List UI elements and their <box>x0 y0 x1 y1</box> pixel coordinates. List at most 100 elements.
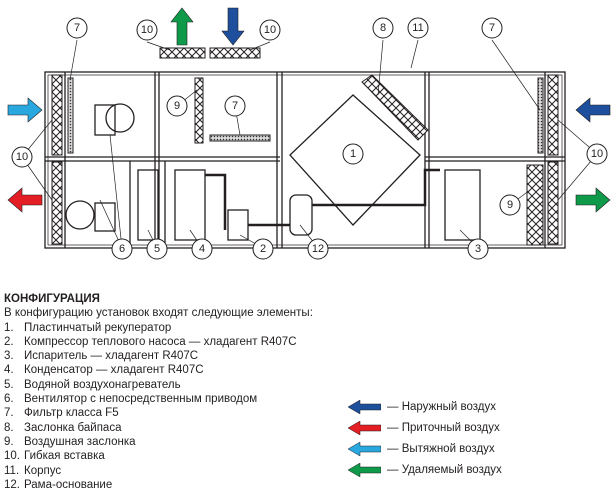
svg-text:12: 12 <box>312 243 324 255</box>
item-number: 6. <box>4 393 14 406</box>
svg-text:6: 6 <box>119 243 125 255</box>
item-text: Рама-основание <box>24 478 113 491</box>
evaporator <box>444 169 481 241</box>
item-text: Фильтр класса F5 <box>24 407 119 420</box>
callout-7: 7 <box>481 17 503 39</box>
outdoor-air-in-arrow <box>575 97 611 123</box>
callout-9: 9 <box>499 194 521 216</box>
config-item: 12. Рама-основание <box>4 478 313 492</box>
water-heater <box>137 169 159 241</box>
svg-text:7: 7 <box>74 22 80 34</box>
item-text: Компрессор теплового насоса — хладагент … <box>24 335 297 348</box>
item-text: Водяной воздухонагреватель <box>24 378 181 391</box>
config-item: 1.Пластинчатый рекуператор <box>4 321 313 335</box>
config-item: 3. Испаритель — хладагент R407C <box>4 349 313 363</box>
config-item: 5. Водяной воздухонагреватель <box>4 378 313 392</box>
casing <box>44 71 566 249</box>
svg-text:4: 4 <box>199 243 205 255</box>
configuration-list: КОНФИГУРАЦИЯ В конфигурацию установок вх… <box>4 292 313 492</box>
config-item: 2. Компрессор теплового насоса — хладаген… <box>4 335 313 349</box>
item-text: Вентилятор с непосредственным приводом <box>24 393 258 406</box>
supply-air-out-arrow <box>7 187 43 213</box>
fan-top <box>105 103 135 133</box>
callout-6: 6 <box>111 238 133 260</box>
callout-7: 7 <box>224 95 246 117</box>
item-number: 8. <box>4 421 14 434</box>
config-title: КОНФИГУРАЦИЯ <box>4 293 100 305</box>
config-item: 4. Конденсатор — хладагент R407C <box>4 363 313 377</box>
item-number: 12. <box>4 478 20 491</box>
arrow-icon <box>347 420 381 435</box>
callout-10: 10 <box>586 143 608 165</box>
item-number: 1. <box>4 321 14 334</box>
svg-text:1: 1 <box>350 148 356 160</box>
svg-text:7: 7 <box>232 100 238 112</box>
filter <box>209 134 271 142</box>
item-number: 5. <box>4 378 14 391</box>
legend-label: — Вытяжной воздух <box>387 442 495 455</box>
svg-text:10: 10 <box>141 24 153 36</box>
config-item: 10. Гибкая вставка <box>4 449 313 463</box>
item-number: 10. <box>4 450 20 463</box>
callout-11: 11 <box>407 17 429 39</box>
exhaust-air-up-arrow <box>170 7 194 46</box>
svg-text:7: 7 <box>489 22 495 34</box>
item-number: 2. <box>4 335 14 348</box>
item-number: 3. <box>4 350 14 363</box>
callout-1: 1 <box>342 143 364 165</box>
legend-item: — Удаляемый воздух <box>347 459 502 480</box>
config-item: 8. Заслонка байпаса <box>4 421 313 435</box>
svg-text:9: 9 <box>507 199 513 211</box>
callout-10: 10 <box>136 19 158 41</box>
svg-text:10: 10 <box>16 151 28 163</box>
callout-8: 8 <box>372 17 394 39</box>
air-damper <box>194 77 204 144</box>
fan-bottom <box>65 200 95 230</box>
arrow-icon <box>347 462 381 477</box>
svg-text:5: 5 <box>154 243 160 255</box>
callout-7: 7 <box>66 17 88 39</box>
item-text: Корпус <box>24 464 62 477</box>
svg-text:9: 9 <box>174 100 180 112</box>
item-text: Заслонка байпаса <box>24 421 122 434</box>
svg-text:10: 10 <box>264 24 276 36</box>
outdoor-air-down-arrow <box>221 7 245 46</box>
condenser <box>174 169 206 241</box>
callout-3: 3 <box>467 238 489 260</box>
item-text: Гибкая вставка <box>24 450 105 463</box>
bypass-damper <box>361 74 429 141</box>
svg-text:8: 8 <box>380 22 386 34</box>
item-number: 9. <box>4 435 14 448</box>
legend-item: — Наружный воздух <box>347 396 502 417</box>
item-text: Конденсатор — хладагент R407C <box>24 364 204 377</box>
config-intro: В конфигурацию установок входят следующи… <box>4 307 313 320</box>
svg-text:10: 10 <box>591 148 603 160</box>
svg-text:11: 11 <box>412 22 423 34</box>
item-text: Испаритель — хладагент R407C <box>24 350 199 363</box>
callout-10: 10 <box>11 146 33 168</box>
airflow-legend: — Наружный воздух — Приточный воздух — Выт… <box>347 396 502 480</box>
svg-text:3: 3 <box>475 243 481 255</box>
item-number: 11. <box>4 464 20 477</box>
config-item: 7. Фильтр класса F5 <box>4 406 313 420</box>
callout-2: 2 <box>252 238 274 260</box>
config-item: 9. Воздушная заслонка <box>4 435 313 449</box>
legend-item: — Приточный воздух <box>347 417 502 438</box>
item-number: 4. <box>4 364 14 377</box>
exhaust-air-out-arrow <box>575 187 611 213</box>
callout-4: 4 <box>191 238 213 260</box>
item-number: 7. <box>4 407 14 420</box>
arrow-icon <box>347 399 381 414</box>
arrow-icon <box>347 441 381 456</box>
item-text: Воздушная заслонка <box>24 435 136 448</box>
extract-air-in-arrow <box>7 97 43 123</box>
config-item: 6. Вентилятор с непосредственным приводом <box>4 392 313 406</box>
callout-10: 10 <box>259 19 281 41</box>
svg-text:2: 2 <box>260 243 266 255</box>
config-item: 11. Корпус <box>4 464 313 478</box>
legend-label: — Наружный воздух <box>387 400 496 413</box>
legend-item: — Вытяжной воздух <box>347 438 502 459</box>
legend-label: — Удаляемый воздух <box>387 463 502 476</box>
callout-5: 5 <box>146 238 168 260</box>
